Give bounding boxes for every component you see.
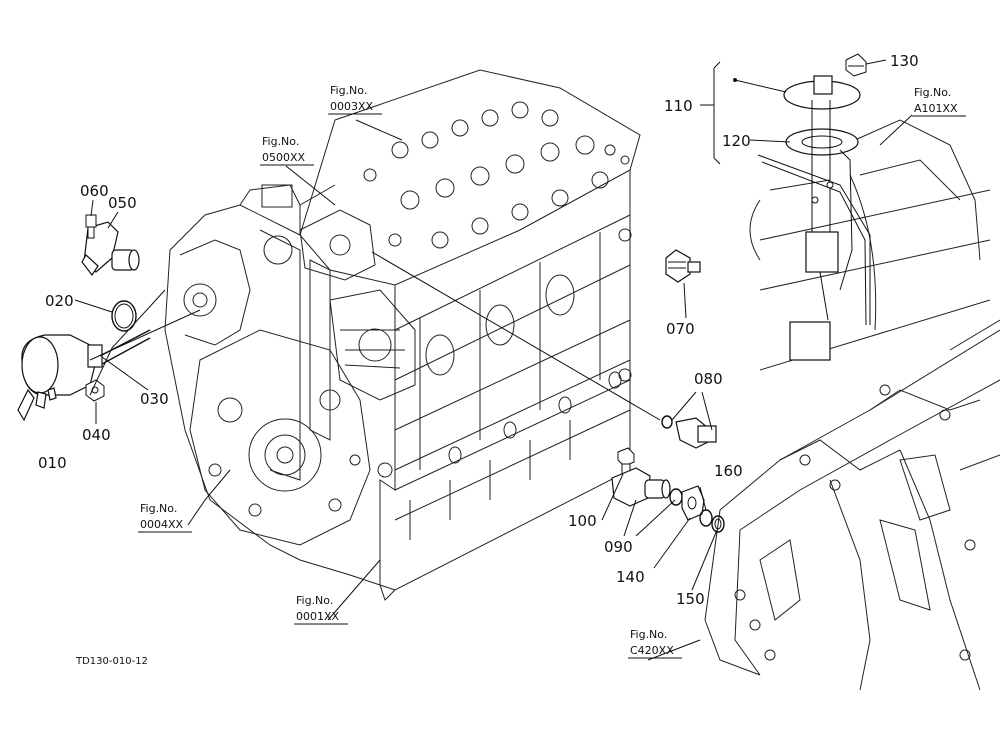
fig-ref-A101-label: Fig.No. bbox=[914, 86, 951, 99]
callout-110: 110 bbox=[664, 97, 693, 115]
part-080-sensor bbox=[661, 415, 717, 449]
fig-ref-0001-label: Fig.No. bbox=[296, 594, 333, 607]
callout-090: 090 bbox=[604, 538, 633, 556]
head-bolt-pattern bbox=[363, 101, 630, 249]
part-060-bolt bbox=[85, 214, 97, 239]
part-090-sensor bbox=[611, 467, 671, 507]
fig-ref-0500-label: Fig.No. bbox=[262, 135, 299, 148]
part-140-gasket bbox=[681, 485, 705, 521]
engine-block bbox=[164, 69, 641, 601]
drawing-code: TD130-010-12 bbox=[75, 656, 148, 667]
fig-ref-0003[interactable]: Fig.No. 0003XX bbox=[328, 84, 382, 115]
fig-ref-0004-label: Fig.No. bbox=[140, 502, 177, 515]
part-130-cap bbox=[845, 53, 867, 77]
callout-080: 080 bbox=[694, 370, 723, 388]
callout-050: 050 bbox=[108, 194, 137, 212]
fig-ref-0500[interactable]: Fig.No. 0500XX bbox=[260, 135, 314, 166]
fig-ref-0004-number: 0004XX bbox=[140, 518, 184, 531]
fig-ref-A101-number: A101XX bbox=[914, 102, 958, 115]
fig-ref-C420-number: C420XX bbox=[630, 644, 674, 657]
callout-070: 070 bbox=[666, 320, 695, 338]
part-100-bolt bbox=[617, 447, 635, 475]
part-020-o-ring bbox=[111, 300, 137, 332]
callout-100: 100 bbox=[568, 512, 597, 530]
part-110-fuel-sender bbox=[783, 75, 861, 361]
callout-150: 150 bbox=[676, 590, 705, 608]
fig-ref-0003-number: 0003XX bbox=[330, 100, 374, 113]
part-150-washer bbox=[711, 515, 725, 533]
fig-ref-0001-number: 0001XX bbox=[296, 610, 340, 623]
part-010-stop-solenoid bbox=[17, 329, 151, 422]
fig-ref-0001[interactable]: Fig.No. 0001XX bbox=[294, 594, 348, 625]
callout-020: 020 bbox=[45, 292, 74, 310]
fig-ref-0003-label: Fig.No. bbox=[330, 84, 367, 97]
callout-010: 010 bbox=[38, 454, 67, 472]
part-160-washer bbox=[699, 509, 713, 527]
transmission-housing bbox=[704, 319, 1000, 691]
part-120-gasket bbox=[757, 154, 871, 326]
fig-ref-0500-number: 0500XX bbox=[262, 151, 306, 164]
fig-ref-C420[interactable]: Fig.No. C420XX bbox=[628, 628, 682, 659]
callout-030: 030 bbox=[140, 390, 169, 408]
part-040-nut bbox=[85, 379, 105, 402]
leader-lines bbox=[74, 59, 913, 661]
callout-140: 140 bbox=[616, 568, 645, 586]
part-070-sensor bbox=[665, 249, 701, 283]
callout-060: 060 bbox=[80, 182, 109, 200]
fig-ref-0004[interactable]: Fig.No. 0004XX bbox=[138, 502, 192, 533]
fig-ref-C420-label: Fig.No. bbox=[630, 628, 667, 641]
callout-130: 130 bbox=[890, 52, 919, 70]
fig-ref-A101[interactable]: Fig.No. A101XX bbox=[912, 86, 966, 117]
callout-120: 120 bbox=[722, 132, 751, 150]
part-050-sensor bbox=[81, 221, 140, 277]
callout-160: 160 bbox=[714, 462, 743, 480]
callout-040: 040 bbox=[82, 426, 111, 444]
